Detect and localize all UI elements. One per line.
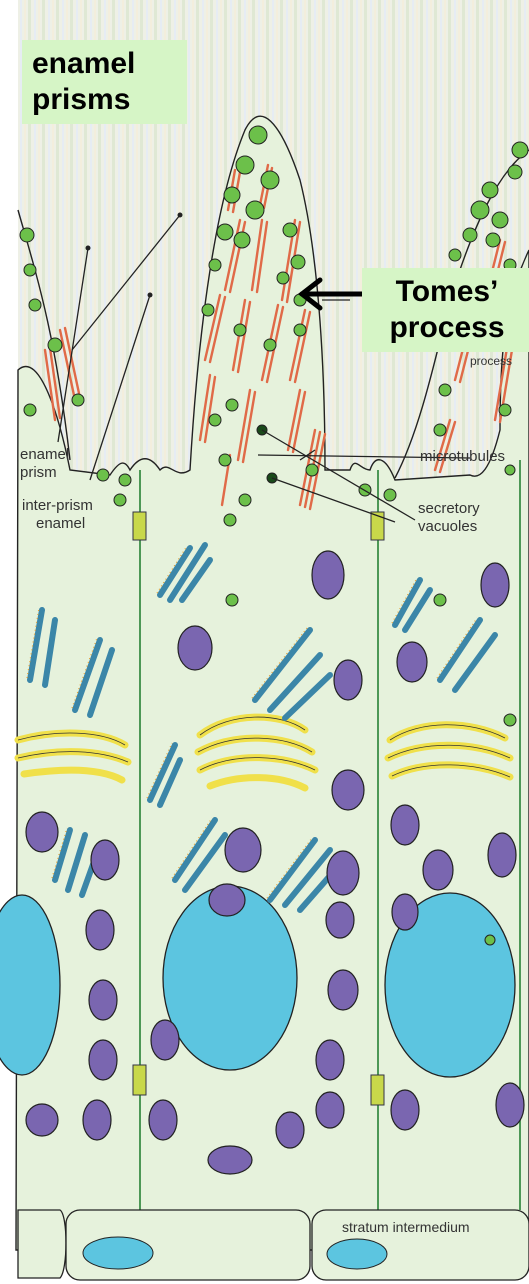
label-line: vacuoles	[418, 518, 480, 536]
secretory-vacuoles-label: secretory vacuoles	[418, 500, 480, 536]
stratum-intermedium-label: stratum intermedium	[342, 1218, 470, 1236]
callout-line: process	[372, 310, 522, 346]
callout-line: enamel	[32, 46, 177, 82]
callout-line: Tomes’	[372, 274, 522, 310]
process-label-fragment: process	[470, 352, 512, 370]
label-line: enamel	[20, 446, 69, 464]
stratum-nucleus	[83, 1237, 153, 1269]
microtubules-label: microtubules	[420, 448, 505, 466]
enamel-prisms-callout: enamel prisms	[22, 40, 187, 124]
enamel-prism-label: enamel prism	[20, 446, 69, 482]
callout-line: prisms	[32, 82, 177, 118]
junction	[133, 512, 146, 540]
junction	[133, 1065, 146, 1095]
junction	[371, 1075, 384, 1105]
tomes-process-callout: Tomes’ process	[362, 268, 529, 352]
stratum-nucleus	[327, 1239, 387, 1269]
label-line: secretory	[418, 500, 480, 518]
label-line: prism	[20, 464, 69, 482]
inter-prism-enamel-label: inter-prism enamel	[22, 497, 93, 533]
label-line: enamel	[22, 515, 93, 533]
stratum-cell	[18, 1210, 66, 1278]
label-line: inter-prism	[22, 497, 93, 515]
